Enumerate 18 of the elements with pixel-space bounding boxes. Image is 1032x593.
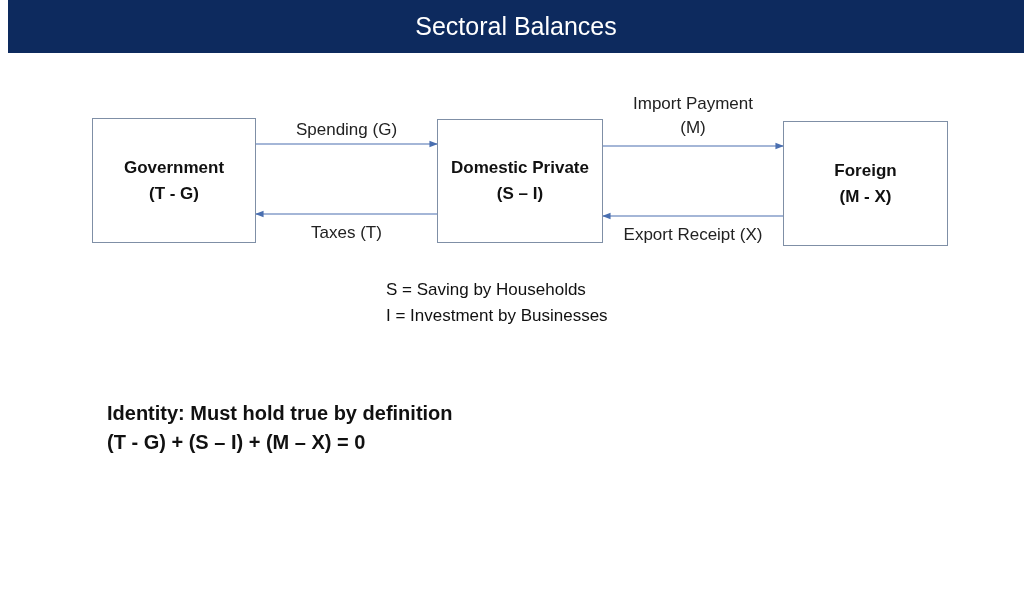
sector-box bbox=[437, 119, 603, 243]
identity-text: (T - G) + (S – I) + (M – X) = 0 bbox=[107, 431, 366, 454]
definition-note: S = Saving by Households bbox=[386, 280, 586, 300]
sector-label: Government bbox=[123, 156, 225, 179]
arrow bbox=[255, 140, 438, 148]
definition-note: I = Investment by Businesses bbox=[386, 306, 608, 326]
arrow bbox=[602, 142, 784, 150]
sector-label: Domestic Private bbox=[451, 157, 589, 179]
sector-label: (S – I) bbox=[496, 183, 544, 205]
sector-label: (M - X) bbox=[839, 185, 892, 208]
arrow bbox=[602, 212, 784, 220]
sector-box bbox=[783, 121, 948, 246]
sector-label: (T - G) bbox=[148, 182, 199, 205]
sector-box bbox=[92, 118, 256, 243]
arrow bbox=[255, 210, 438, 218]
identity-text: Identity: Must hold true by definition bbox=[107, 402, 453, 425]
title: Sectoral Balances bbox=[415, 12, 617, 41]
sector-label: Foreign bbox=[834, 159, 897, 182]
